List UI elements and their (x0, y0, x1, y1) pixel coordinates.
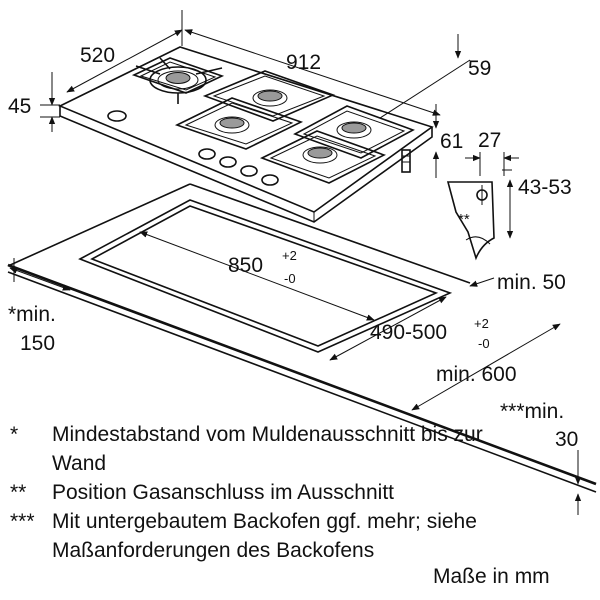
control-knobs (107, 110, 279, 186)
units-label: Maße in mm (433, 565, 550, 588)
burner-right-back (336, 121, 372, 139)
gas-connection-detail (446, 181, 495, 261)
footnote-mark: *** (10, 510, 35, 533)
footnote-text: Mindestabstand vom Muldenausschnitt bis … (52, 423, 483, 475)
dim-side-distance-label: *min. (8, 303, 56, 326)
footnote-2: ** Position Gasanschluss im Ausschnitt (10, 478, 530, 507)
dim-cutout-width: 850 (228, 254, 263, 277)
dim-worktop-thickness-value: 30 (555, 428, 578, 451)
dim-cutout-width-tol-plus: +2 (282, 248, 297, 263)
dim-back-offset: 59 (468, 57, 491, 80)
dim-gas-offset: 27 (478, 129, 501, 152)
footnote-mark: ** (10, 481, 27, 504)
dim-cooktop-width: 912 (286, 51, 321, 74)
footnote-mark: * (10, 423, 19, 446)
pan-support-right-front (259, 130, 387, 184)
burner-middle-front (214, 116, 250, 134)
dim-worktop-depth: min. 600 (436, 363, 517, 386)
dim-gas-height: 43-53 (518, 176, 572, 199)
dimension-lines (9, 10, 582, 515)
dim-cutout-width-tol-minus: -0 (284, 271, 296, 286)
dim-glass-thickness: 45 (8, 95, 31, 118)
dim-cutout-depth-tol-plus: +2 (474, 316, 489, 331)
cooktop (58, 46, 434, 223)
gas-connector (401, 149, 411, 173)
footnotes: * Mindestabstand vom Muldenausschnitt bi… (10, 420, 530, 565)
burner-middle-back (252, 89, 288, 107)
dim-cutout-depth-tol-minus: -0 (478, 336, 490, 351)
dim-side-distance-value: 150 (20, 332, 55, 355)
burner-right-front (302, 146, 338, 164)
footnote-text: Position Gasanschluss im Ausschnitt (52, 481, 394, 504)
worktop (7, 183, 597, 493)
dim-worktop-thickness-label: ***min. (500, 400, 564, 423)
dim-height-below: 61 (440, 130, 463, 153)
dim-cooktop-depth: 520 (80, 44, 115, 67)
gas-marker: ** (458, 211, 470, 228)
dim-wall-distance: min. 50 (497, 271, 566, 294)
footnote-1: * Mindestabstand vom Muldenausschnitt bi… (10, 420, 530, 478)
dim-cutout-depth: 490-500 (370, 321, 447, 344)
footnote-text: Mit untergebautem Backofen ggf. mehr; si… (52, 510, 477, 562)
dimension-labels: 520 912 45 59 61 27 43-53 ** 850 +2 -0 4… (8, 44, 578, 451)
footnote-3: *** Mit untergebautem Backofen ggf. mehr… (10, 507, 530, 565)
